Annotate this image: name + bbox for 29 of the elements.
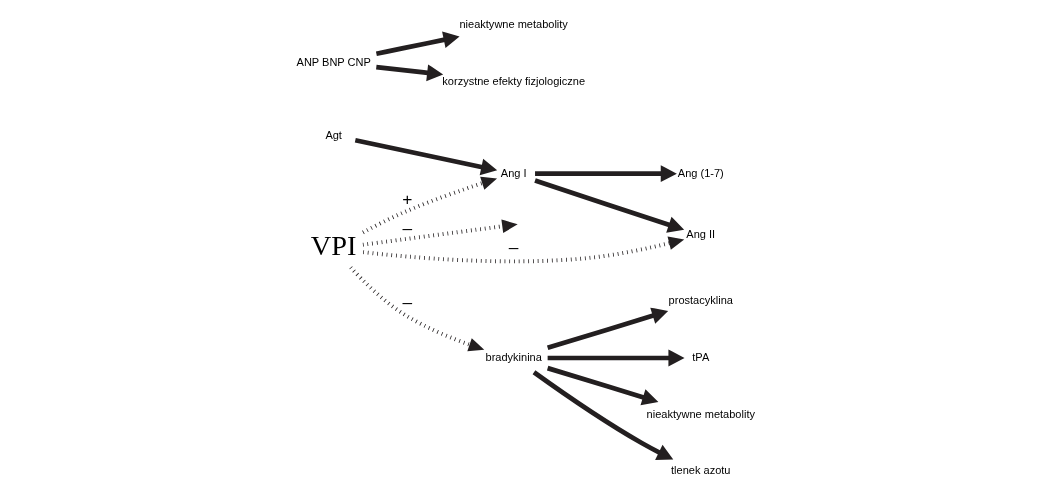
arrow	[532, 370, 674, 460]
arrow	[546, 307, 669, 351]
arrow	[349, 266, 485, 352]
arrow	[362, 176, 498, 235]
arrow	[535, 165, 677, 183]
node-text: tPA	[692, 350, 710, 363]
node-text: Ang (1-7)	[677, 166, 724, 179]
arrow	[534, 178, 685, 233]
arrow	[362, 236, 685, 264]
node-text: VPI	[310, 230, 357, 262]
node-text: ANP BNP CNP	[296, 55, 371, 68]
arrow	[376, 64, 444, 82]
edge-label: –	[508, 236, 519, 257]
node-text: Ang II	[686, 228, 716, 241]
node-text: tlenek azotu	[671, 464, 731, 477]
node-text: Agt	[325, 128, 342, 141]
node-text: bradykinina	[485, 350, 542, 363]
arrow	[354, 137, 498, 176]
arrow	[375, 31, 460, 57]
node-text: korzystne efekty fizjologiczne	[442, 75, 586, 88]
edge-label: –	[402, 292, 413, 313]
arrow	[546, 365, 659, 406]
node-text: prostacyklina	[668, 294, 733, 307]
edge-label: +	[402, 188, 413, 209]
edge-label: –	[402, 218, 413, 239]
arrow	[547, 349, 685, 367]
node-text: Ang I	[500, 166, 527, 179]
node-text: nieaktywne metabolity	[459, 18, 568, 31]
node-text: nieaktywne metabolity	[646, 407, 755, 420]
